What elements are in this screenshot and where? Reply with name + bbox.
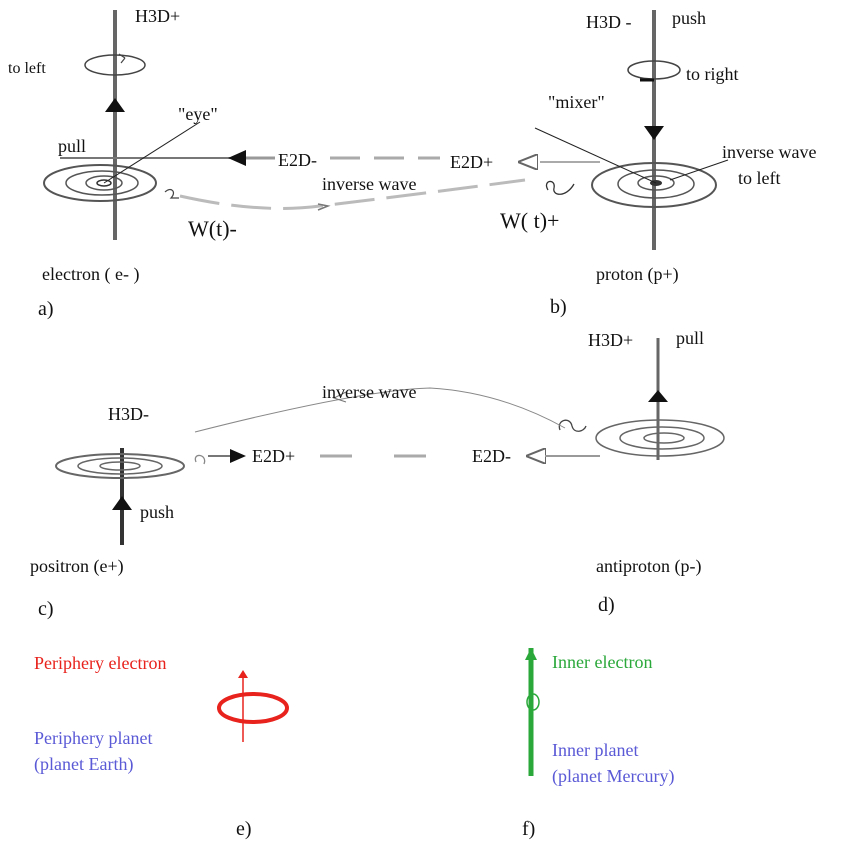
right-arrow-icon — [230, 449, 246, 463]
panel-a-electron — [43, 10, 526, 240]
panel-f-label: f) — [522, 818, 536, 840]
inner-electron-label: Inner electron — [552, 652, 653, 672]
a-e-label: E2D- — [278, 150, 317, 170]
planet-earth-label: (planet Earth) — [34, 754, 134, 774]
proton-orbit-outer — [591, 162, 717, 208]
a-pull-label: pull — [58, 136, 87, 156]
periphery-planet-label: Periphery planet — [34, 728, 153, 748]
panel-d-antiproton — [194, 338, 725, 460]
eye-center — [96, 179, 112, 187]
inner-orbit — [526, 693, 540, 711]
panel-b-proton — [520, 10, 729, 250]
panel-e — [217, 670, 289, 742]
b-h-label: H3D - — [586, 12, 632, 32]
inner-planet-label: Inner planet — [552, 740, 639, 760]
a-wave-label: inverse wave — [322, 174, 417, 194]
periphery-orbit — [217, 692, 289, 724]
down-arrow-icon — [644, 126, 664, 140]
d-wave-label: inverse wave — [322, 382, 417, 402]
a-rotation-label: to left — [8, 60, 46, 77]
up-arrow-icon — [648, 390, 668, 402]
rotation-loop-left — [84, 54, 146, 76]
up-arrow-icon — [112, 496, 132, 510]
c-push-label: push — [140, 502, 175, 522]
b-wave-label-2: to left — [738, 168, 781, 188]
panel-b-label: b) — [550, 296, 567, 318]
up-arrow-icon — [105, 98, 125, 112]
planet-mercury-label: (planet Mercury) — [552, 766, 675, 786]
a-w-label: W(t)- — [188, 216, 237, 241]
c-h-label: H3D- — [108, 404, 149, 424]
panel-c-positron — [55, 448, 465, 545]
panel-d-label: d) — [598, 594, 615, 616]
electron-label: electron ( e- ) — [42, 264, 140, 284]
b-rotation-label: to right — [686, 64, 739, 84]
left-arrow-icon — [228, 150, 246, 166]
a-h-label: H3D+ — [135, 6, 181, 26]
periphery-electron-label: Periphery electron — [34, 653, 167, 673]
b-w-label: W( t)+ — [500, 208, 560, 233]
c-e-label: E2D+ — [252, 446, 296, 466]
electron-orbit-outer — [43, 164, 157, 202]
b-wave-label-1: inverse wave — [722, 142, 817, 162]
b-mixer-label: "mixer" — [548, 92, 605, 112]
panel-e-label: e) — [236, 818, 252, 840]
d-pull-label: pull — [676, 328, 705, 348]
inverse-wave-cd — [194, 387, 566, 433]
antiproton-label: antiproton (p-) — [596, 556, 702, 576]
d-h-label: H3D+ — [588, 330, 634, 350]
d-e-label: E2D- — [472, 446, 511, 466]
positron-label: positron (e+) — [30, 556, 124, 576]
panel-f — [525, 648, 540, 776]
proton-label: proton (p+) — [596, 264, 679, 284]
panel-c-label: c) — [38, 598, 54, 620]
positron-orbit-outer — [55, 453, 185, 479]
a-eye-label: "eye" — [178, 104, 218, 124]
b-push-label: push — [672, 8, 707, 28]
antiproton-orbit-outer — [595, 419, 725, 457]
panel-a-label: a) — [38, 298, 54, 320]
inverse-wave-ab — [179, 178, 526, 210]
b-e-label: E2D+ — [450, 152, 494, 172]
